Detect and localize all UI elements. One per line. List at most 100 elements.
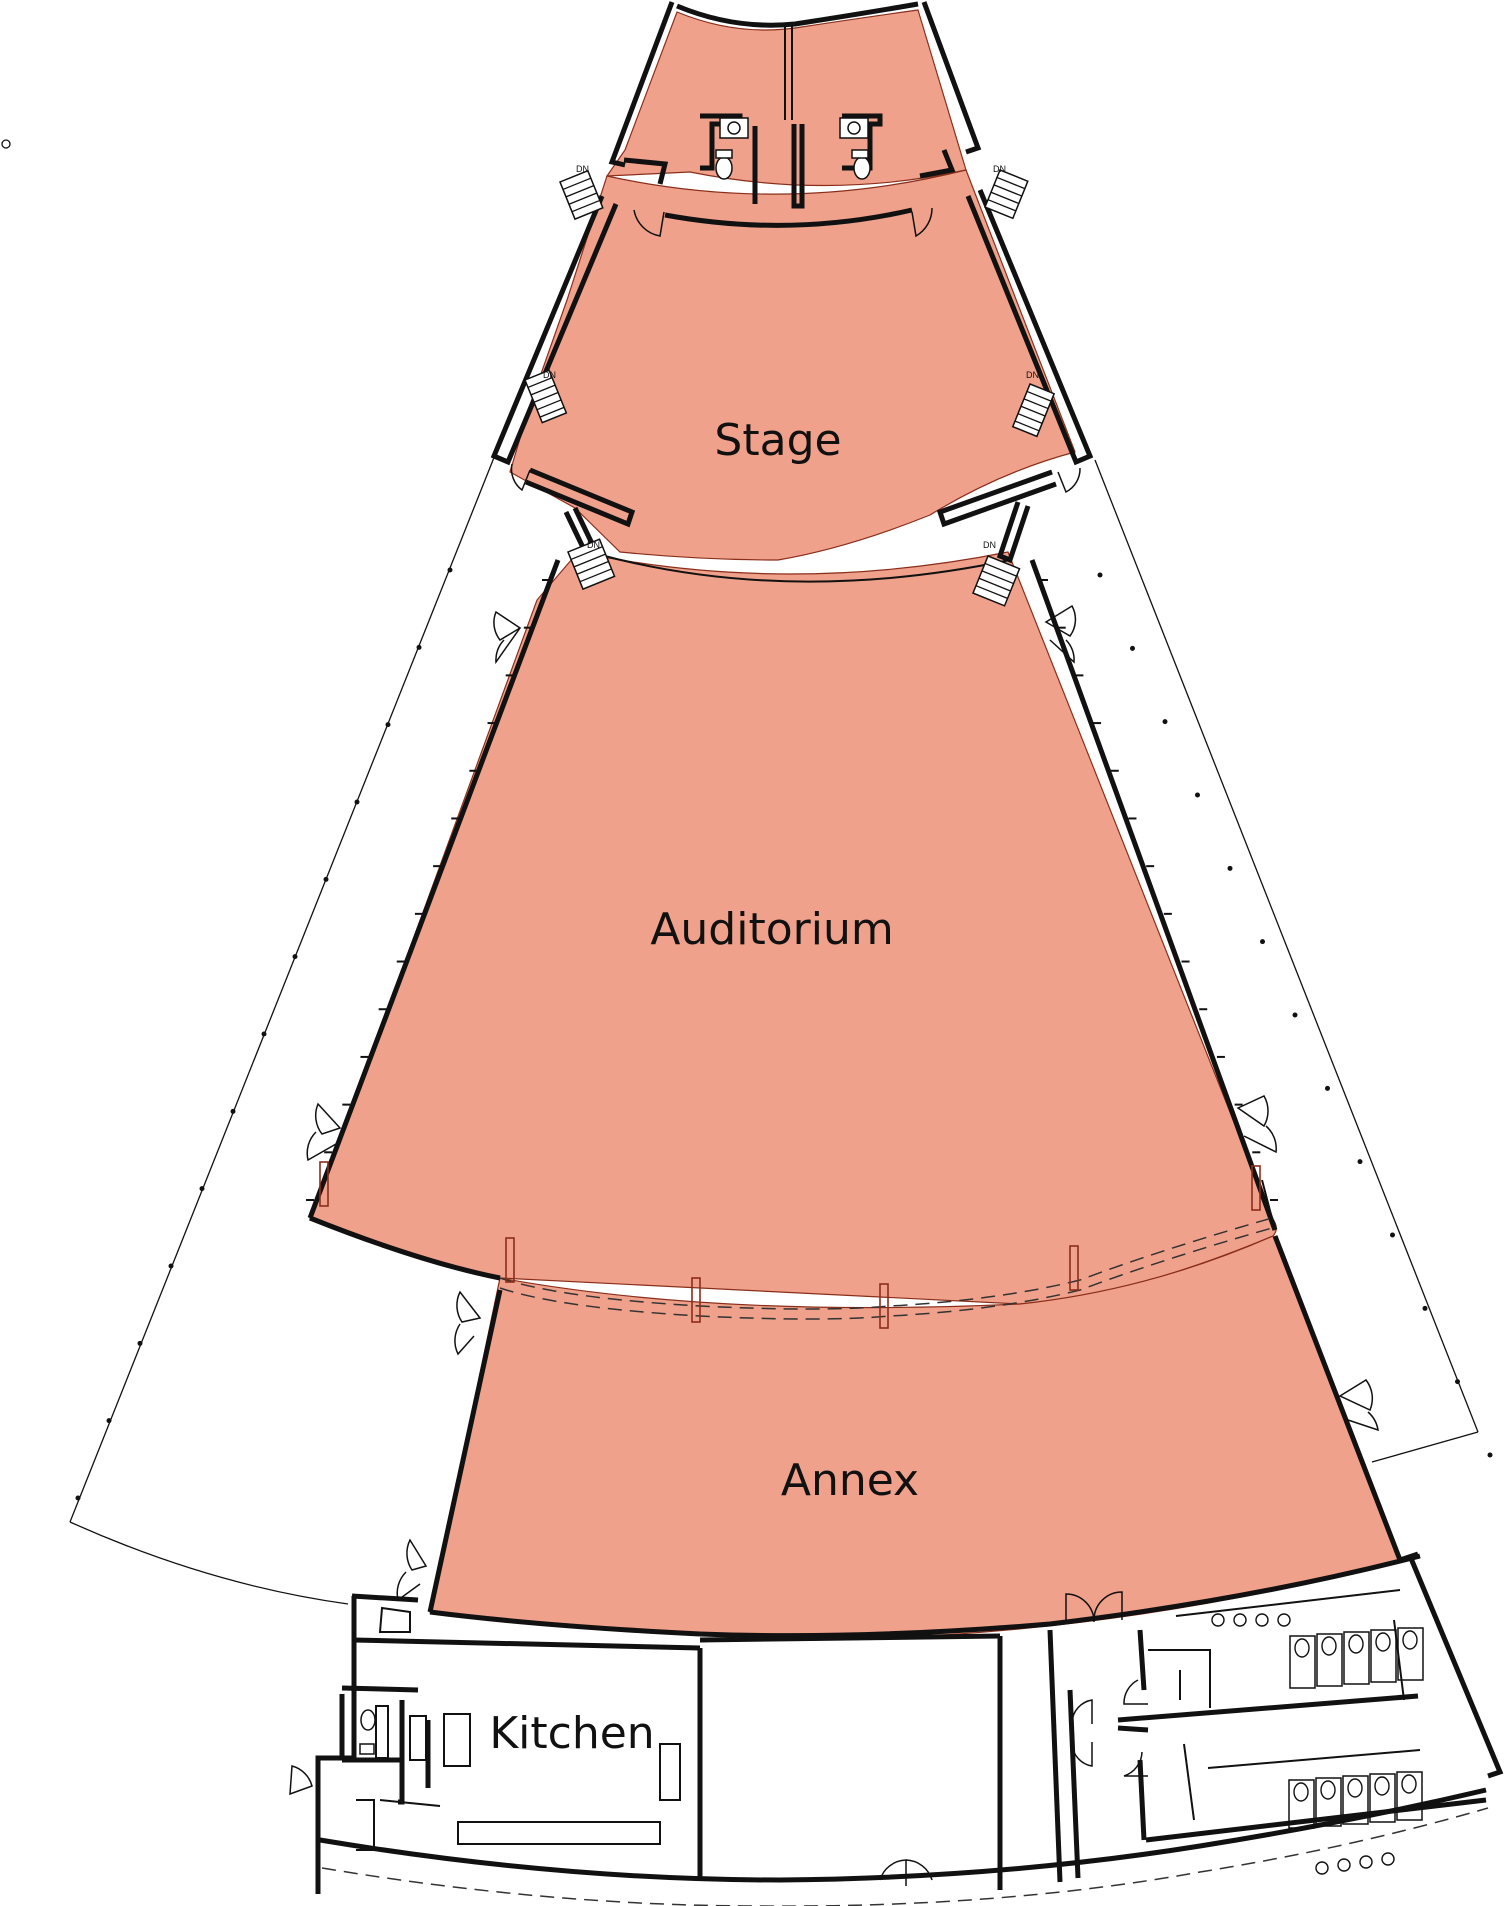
door-annex-south[interactable] [1065,1591,1123,1623]
stair-label-stage-right: DN [1026,370,1039,380]
column-marker [199,1186,205,1192]
sink-fixture [1337,1858,1351,1872]
stair-label-upper-right: DN [993,164,1006,174]
outer-portico [1,139,1493,1605]
toilet-fixture [1321,1636,1337,1656]
stair-label-proscenium-right: DN [983,540,996,550]
toilet-fixture [1294,1638,1310,1658]
room-label-stage: Stage [714,415,841,466]
auditorium-walls [306,559,1278,1329]
toilet-stall [1289,1635,1316,1689]
toilet-stall [1288,1779,1315,1829]
door-auditorium-west-upper[interactable] [493,610,522,665]
column-marker [447,567,453,573]
column-marker [416,644,422,650]
door-annex-east[interactable] [1338,1379,1379,1432]
door-stage-west[interactable] [510,463,531,492]
divider-post [1251,1165,1261,1211]
room-label-kitchen: Kitchen [489,1708,654,1759]
column-marker [1325,1085,1330,1091]
column-marker [1357,1159,1363,1165]
door-kitchen-west[interactable] [289,1765,313,1796]
door-annex-west-lower[interactable] [396,1538,428,1602]
door-backstage-west[interactable] [633,209,665,237]
stair-right-upper [984,169,1029,220]
column-marker [385,722,391,728]
toilet-stalls [1288,1627,1424,1829]
stair-label-upper-left: DN [576,164,589,174]
restroom-fixtures [1211,1613,1418,1875]
column-marker [1130,645,1135,651]
divider-post [1069,1245,1079,1291]
column-marker [1227,865,1233,871]
column-marker [1162,719,1168,725]
column-marker [137,1340,143,1346]
column-markers [75,567,1493,1501]
toilet-fixture [1293,1782,1309,1802]
toilet-stall [1343,1631,1370,1685]
toilet-stall [1316,1633,1343,1687]
room-label-annex: Annex [781,1455,919,1506]
column-marker [1195,792,1200,798]
column-marker [1487,1452,1493,1458]
door-auditorium-east-lower[interactable] [1236,1095,1277,1154]
stair-right-stage [1011,383,1056,438]
sink-fixture [1211,1613,1225,1627]
dressing-left-fixtures [715,117,749,180]
divider-post [879,1283,889,1329]
toilet-fixture [1401,1774,1417,1794]
toilet-stall [1397,1627,1424,1681]
toilet-stall [1370,1629,1397,1683]
column-marker [1422,1305,1428,1311]
stage-house-walls [490,1,1094,583]
column-marker [261,1031,267,1037]
toilet-stall [1315,1777,1342,1827]
sink-fixture [1359,1855,1373,1869]
highlighted-spaces [309,9,1401,1641]
column-marker [1292,1012,1298,1018]
door-auditorium-east-upper[interactable] [1044,604,1077,664]
column-marker [354,799,360,805]
column-marker [1260,939,1265,945]
column-marker [1455,1379,1460,1385]
toilet-fixture [1374,1776,1390,1796]
door-south-entry[interactable] [879,1859,933,1886]
door-stage-east[interactable] [1057,467,1081,494]
annex-walls [427,1235,1421,1639]
toilet-stall [1369,1773,1396,1823]
divider-posts [319,1161,1261,1329]
door-corridor[interactable] [1071,1679,1148,1777]
toilet-fixture [1348,1634,1364,1654]
doors [289,207,1379,1886]
stairs: DN DN DN DN DN DN [524,164,1056,607]
column-marker [1390,1232,1395,1238]
column-marker [168,1263,174,1269]
door-auditorium-west-lower[interactable] [306,1102,342,1162]
column-marker [75,1495,81,1501]
column-marker [292,954,298,960]
toilet-fixture [1347,1778,1363,1798]
door-backstage-east[interactable] [911,207,933,238]
column-marker [1097,572,1103,578]
dressing-right-fixtures [839,117,871,180]
toilet-stall [1396,1771,1423,1821]
stair-label-stage-left: DN [543,370,556,380]
stair-left-proscenium [567,538,616,591]
divider-post [691,1277,701,1323]
stair-label-proscenium-left: DN [587,540,600,550]
stage-area [509,169,1076,561]
plumbing-fixtures [359,117,1418,1875]
service-wing [315,1551,1504,1906]
divider-post [505,1237,515,1283]
room-labels: Stage Auditorium Annex Kitchen [489,415,919,1759]
divider-post [319,1161,329,1207]
room-label-auditorium: Auditorium [650,904,893,955]
column-marker [323,876,329,882]
toilet-fixture [1320,1780,1336,1800]
reference-marker [1,139,11,149]
sink-fixture [1233,1613,1247,1627]
door-annex-west-upper[interactable] [454,1290,482,1356]
toilet-stall [1342,1775,1369,1825]
stair-left-stage [524,369,568,424]
